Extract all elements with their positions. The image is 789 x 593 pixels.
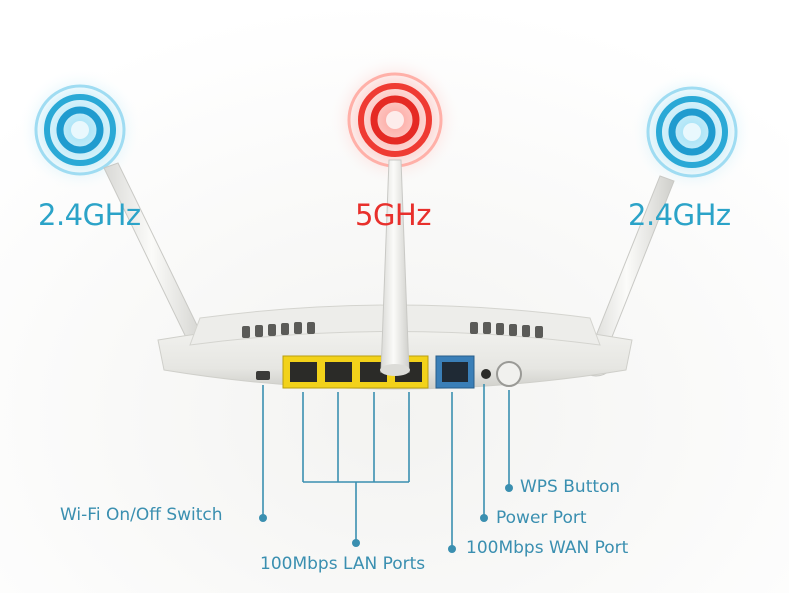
band-center-label: 5GHz — [355, 198, 431, 232]
power-port[interactable] — [481, 369, 491, 379]
power-port-label: Power Port — [496, 508, 587, 528]
wps-button-label: WPS Button — [520, 477, 621, 497]
antenna-center — [380, 159, 410, 376]
wps-button[interactable] — [496, 361, 522, 387]
band-right-label: 2.4GHz — [628, 198, 731, 232]
signal-center-icon — [329, 54, 461, 186]
callout-dots — [259, 484, 513, 553]
signal-right-icon — [630, 70, 754, 194]
wifi-switch[interactable] — [256, 371, 270, 380]
vent-left — [242, 322, 315, 338]
lan-ports-label: 100Mbps LAN Ports — [260, 554, 426, 574]
wifi-switch-label: Wi-Fi On/Off Switch — [60, 505, 223, 525]
callout-lines — [262, 384, 510, 549]
band-left-label: 2.4GHz — [38, 198, 141, 232]
signal-left-icon — [18, 68, 142, 192]
vent-right — [470, 322, 543, 338]
wan-port[interactable] — [435, 355, 475, 389]
wan-port-label: 100Mbps WAN Port — [466, 538, 629, 558]
